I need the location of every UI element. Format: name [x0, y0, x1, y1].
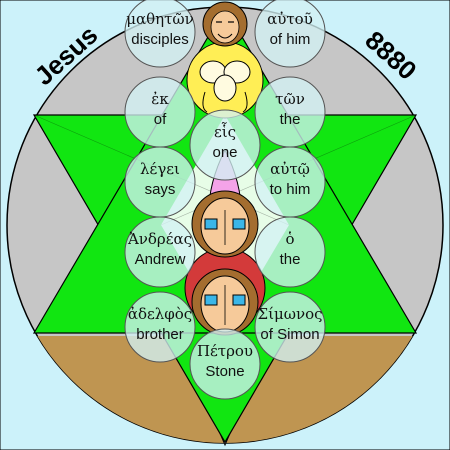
word-bubble-the-upper: τῶν the [254, 76, 326, 148]
english-word: the [280, 111, 301, 128]
word-bubble-disciples: μαθητῶν disciples [124, 0, 196, 68]
greek-word: ἐκ [151, 90, 169, 108]
greek-word: Σίμωνος [257, 305, 322, 323]
english-word: says [145, 181, 176, 198]
english-word: Stone [205, 363, 244, 380]
english-word: of Simon [260, 326, 319, 343]
greek-word: Πέτρου [197, 342, 253, 360]
english-word: disciples [131, 31, 189, 48]
greek-word: αὐτοῦ [267, 10, 313, 28]
word-bubble-brother: ἀδελφὸς brother [124, 291, 196, 363]
word-bubble-the-lower: ὁ the [254, 216, 326, 288]
greek-word: λέγει [140, 160, 180, 178]
word-bubble-of-him: αὐτοῦ of him [254, 0, 326, 68]
greek-word: μαθητῶν [126, 10, 194, 28]
greek-word: ἀδελφὸς [128, 305, 192, 323]
english-word: the [280, 251, 301, 268]
english-word: of him [270, 31, 311, 48]
greek-word: εἷς [214, 122, 236, 141]
face-top [202, 1, 248, 47]
word-bubble-to-him: αὐτῷ to him [254, 146, 326, 218]
word-bubble-of: ἐκ of [124, 76, 196, 148]
greek-word: αὐτῷ [270, 160, 310, 178]
face-upper-middle [191, 190, 259, 258]
greek-word: Ἀνδρέας [127, 230, 192, 248]
face-lower-middle [191, 268, 259, 336]
greek-word: τῶν [275, 90, 305, 108]
english-word: to him [270, 181, 311, 198]
word-bubble-stone: Πέτρου Stone [189, 328, 261, 400]
greek-word: ὁ [285, 230, 294, 248]
english-word: brother [136, 326, 184, 343]
english-word: Andrew [135, 251, 186, 268]
word-bubble-andrew: Ἀνδρέας Andrew [124, 216, 196, 288]
flower-emblem [199, 60, 251, 113]
word-bubble-one: εἷς one [189, 109, 261, 181]
english-word: one [212, 144, 237, 161]
word-bubble-says: λέγει says [124, 146, 196, 218]
english-word: of [154, 111, 167, 128]
word-bubble-of-simon: Σίμωνος of Simon [254, 291, 326, 363]
